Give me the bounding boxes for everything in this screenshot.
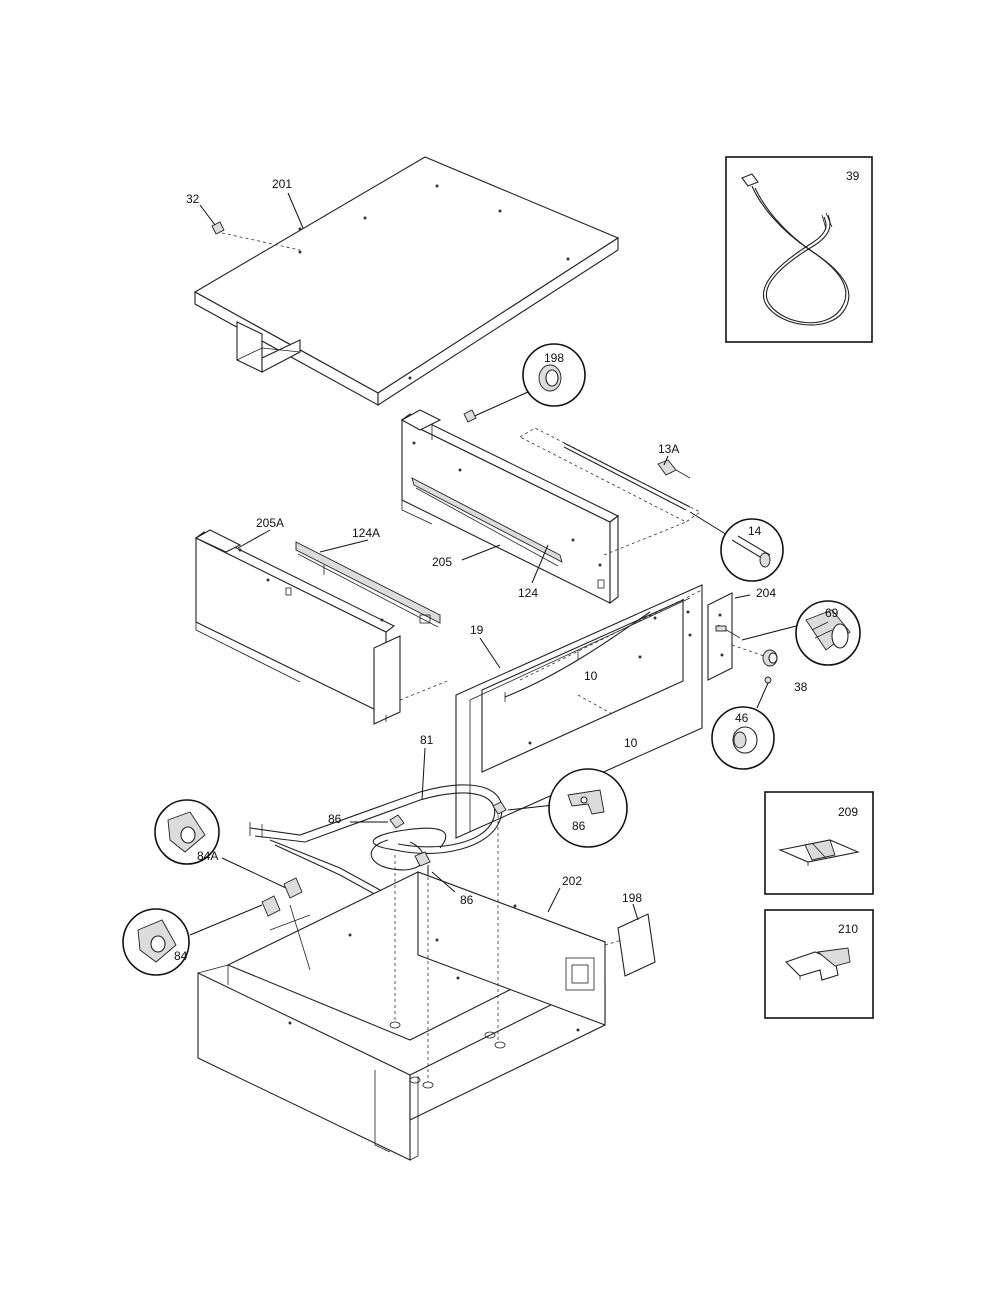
label-13A: 13A [658, 442, 679, 456]
label-38: 38 [794, 680, 808, 694]
callout-69 [741, 600, 861, 666]
label-14: 14 [748, 524, 762, 538]
label-198-top: 198 [544, 351, 564, 365]
label-32: 32 [186, 192, 200, 206]
label-205A: 205A [256, 516, 284, 530]
label-209: 209 [838, 805, 858, 819]
label-210: 210 [838, 922, 858, 936]
bracket-198-bottom [604, 913, 656, 977]
label-198-bottom: 198 [622, 891, 642, 905]
front-frame-19 [455, 584, 703, 839]
label-202: 202 [562, 874, 582, 888]
label-81: 81 [420, 733, 434, 747]
label-84: 84 [174, 949, 188, 963]
label-86-center: 86 [460, 893, 474, 907]
label-69: 69 [825, 606, 839, 620]
callout-46 [711, 676, 775, 770]
knob-38 [731, 644, 778, 667]
label-10a: 10 [584, 669, 598, 683]
bracket-box-210 [764, 909, 874, 1019]
label-leaders [199, 192, 751, 921]
label-19: 19 [470, 623, 484, 637]
label-84A: 84A [197, 849, 218, 863]
callout-84A [154, 799, 303, 899]
label-86-left: 86 [328, 812, 342, 826]
label-86-callout: 86 [572, 819, 586, 833]
label-201: 201 [272, 177, 292, 191]
callout-198-top [463, 343, 586, 423]
bracket-box-209 [764, 791, 874, 895]
bottom-chassis-202 [197, 815, 607, 1161]
label-124A: 124A [352, 526, 380, 540]
sensor-13A [519, 427, 701, 556]
label-10b: 10 [624, 736, 638, 750]
drawer-side-205 [400, 409, 620, 605]
label-204: 204 [756, 586, 776, 600]
slide-rail-124A [295, 541, 441, 628]
part-labels: 32 201 39 198 13A 14 205A 124A 205 124 1… [174, 169, 860, 963]
label-46: 46 [735, 711, 749, 725]
callout-14 [689, 511, 784, 582]
top-panel-201 [193, 156, 620, 407]
drawer-side-205A [194, 529, 451, 725]
callout-84 [122, 895, 281, 976]
label-205: 205 [432, 555, 452, 569]
label-124: 124 [518, 586, 538, 600]
callout-86 [507, 768, 628, 848]
side-plate-204 [707, 592, 741, 681]
power-cord-box-39 [725, 156, 873, 343]
label-39: 39 [846, 169, 860, 183]
